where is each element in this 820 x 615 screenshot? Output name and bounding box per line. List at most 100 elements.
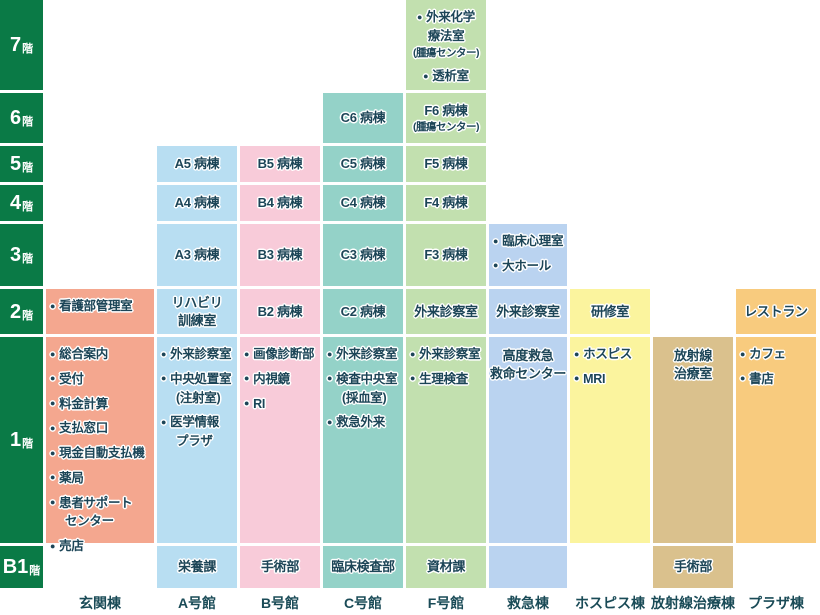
- cell-text-line: C4 病棟: [340, 195, 386, 211]
- floor-suffix: 階: [22, 438, 34, 450]
- room-item: ●料金計算: [50, 395, 154, 414]
- room-item-line: ●生理検査: [410, 370, 486, 389]
- cell-text-line: C6 病棟: [340, 110, 386, 126]
- floor-suffix: 階: [29, 565, 41, 577]
- room-item-text: 料金計算: [59, 396, 108, 411]
- bullet-icon: ●: [574, 373, 580, 384]
- bullet-icon: ●: [410, 348, 416, 359]
- cell-er-2f: 外来診察室: [489, 289, 567, 334]
- cell-c-5f: C5 病棟: [323, 146, 403, 182]
- building-label-f: F号館: [427, 595, 465, 611]
- cell-b-4f: B4 病棟: [240, 185, 320, 221]
- cell-text-line: A3 病棟: [174, 247, 220, 263]
- room-item-text: 外来診察室: [336, 347, 398, 361]
- cell-c-4f: C4 病棟: [323, 185, 403, 221]
- room-item-text: 医学情報: [170, 415, 219, 430]
- room-item: ●中央処置室(注射室): [161, 370, 237, 408]
- cell-hospice-1f: ●ホスピス●MRI: [570, 337, 650, 543]
- room-item-text: 外来化学: [426, 10, 475, 24]
- cell-a-b1: 栄養課: [157, 546, 237, 588]
- bullet-icon: ●: [50, 447, 56, 458]
- cell-radiation-1f: 放射線治療室: [653, 337, 733, 543]
- room-item-line: (採血室): [342, 390, 387, 405]
- cell-hospice-2f: 研修室: [570, 289, 650, 334]
- room-item: ●売店: [50, 537, 154, 556]
- cell-text-line: A5 病棟: [174, 156, 220, 172]
- cell-text-line: 訓練室: [177, 312, 217, 328]
- cell-text-line: B2 病棟: [257, 303, 303, 319]
- room-item-line: ●臨床心理室: [493, 232, 567, 251]
- room-item-line: ●医学情報: [161, 413, 237, 432]
- room-item-line: (注射室): [176, 390, 221, 405]
- cell-text-line: 資材課: [426, 559, 466, 575]
- cell-b-b1: 手術部: [240, 546, 320, 588]
- room-item-text: 透析室: [432, 69, 469, 84]
- room-item-text: 生理検査: [419, 371, 468, 386]
- floor-number: 6: [9, 107, 22, 129]
- floor-number: 4: [9, 192, 22, 214]
- cell-a-3f: A3 病棟: [157, 224, 237, 286]
- room-item-line: ●看護部管理室: [50, 297, 154, 316]
- room-item-line: ●現金自動支払機: [50, 444, 154, 463]
- bullet-icon: ●: [244, 348, 250, 359]
- cell-c-6f: C6 病棟: [323, 93, 403, 143]
- bullet-icon: ●: [50, 373, 56, 384]
- room-item-text: 検査中央室: [336, 371, 398, 386]
- cell-plaza-1f: ●カフェ ●書店: [736, 337, 816, 543]
- room-item-text: 大ホール: [502, 258, 551, 273]
- cell-er-1f: 高度救急救命センター: [489, 337, 567, 543]
- cell-c-1f: ●外来診察室●検査中央室(採血室)●救急外来: [323, 337, 403, 543]
- cell-b-1f: ●画像診断部●内視鏡●RI: [240, 337, 320, 543]
- room-item: ●外来化学療法室(腫瘍センター): [408, 8, 484, 61]
- room-item: ●ホスピス: [574, 345, 650, 364]
- bullet-icon: ●: [410, 373, 416, 384]
- room-item-line: ●受付: [50, 370, 154, 389]
- cell-entrance-1f: ●総合案内●受付●料金計算●支払窓口●現金自動支払機●薬局●患者サポートセンター…: [46, 337, 154, 553]
- cell-text-line: 高度救急: [502, 348, 554, 363]
- bullet-icon: ●: [327, 416, 333, 427]
- bullet-icon: ●: [417, 11, 423, 22]
- building-label-a: A号館: [177, 595, 217, 611]
- cell-text-line: 放射線: [673, 348, 713, 363]
- building-label-plaza: プラザ棟: [748, 595, 804, 611]
- cell-text-line: F3 病棟: [424, 247, 468, 263]
- room-item-line: ●救急外来: [327, 413, 403, 432]
- room-item-text: 臨床心理室: [502, 234, 564, 248]
- room-item-line: ●カフェ: [740, 345, 816, 364]
- cell-f-1f: ●外来診察室●生理検査: [406, 337, 486, 543]
- bullet-icon: ●: [50, 300, 56, 311]
- room-item-line: センター: [65, 514, 114, 529]
- room-item-line: ●書店: [740, 370, 816, 389]
- cell-f-7f: ●外来化学療法室(腫瘍センター)●透析室: [406, 0, 486, 90]
- room-item-text: RI: [253, 396, 266, 411]
- room-item: ●薬局: [50, 469, 154, 488]
- room-item-text: 外来診察室: [419, 347, 481, 361]
- cell-a-2f: リハビリ訓練室: [157, 289, 237, 334]
- room-item-line: ●内視鏡: [244, 370, 320, 389]
- cell-text-line: B5 病棟: [257, 156, 303, 172]
- bullet-icon: ●: [493, 235, 499, 246]
- room-item-line: プラザ: [176, 434, 213, 448]
- room-item-line: ●支払窓口: [50, 419, 154, 438]
- cell-plaza-2f: レストラン: [736, 289, 816, 334]
- bullet-icon: ●: [327, 348, 333, 359]
- cell-b-2f: B2 病棟: [240, 289, 320, 334]
- cell-f-2f: 外来診察室: [406, 289, 486, 334]
- room-item-line: 療法室: [427, 28, 465, 43]
- building-label-c: C号館: [343, 595, 383, 611]
- room-item: ●現金自動支払機: [50, 444, 154, 463]
- cell-text-line: 治療室: [673, 365, 713, 381]
- cell-text-line: C5 病棟: [340, 156, 386, 172]
- room-item-line: ●患者サポート: [50, 494, 154, 513]
- room-item: ●検査中央室(採血室): [327, 370, 403, 408]
- room-item-line: ●透析室: [408, 67, 484, 86]
- cell-text-line: 外来診察室: [496, 303, 560, 319]
- bullet-icon: ●: [50, 540, 56, 551]
- cell-text-line: 栄養課: [177, 559, 217, 575]
- room-item-text: 薬局: [59, 470, 84, 485]
- bullet-icon: ●: [244, 398, 250, 408]
